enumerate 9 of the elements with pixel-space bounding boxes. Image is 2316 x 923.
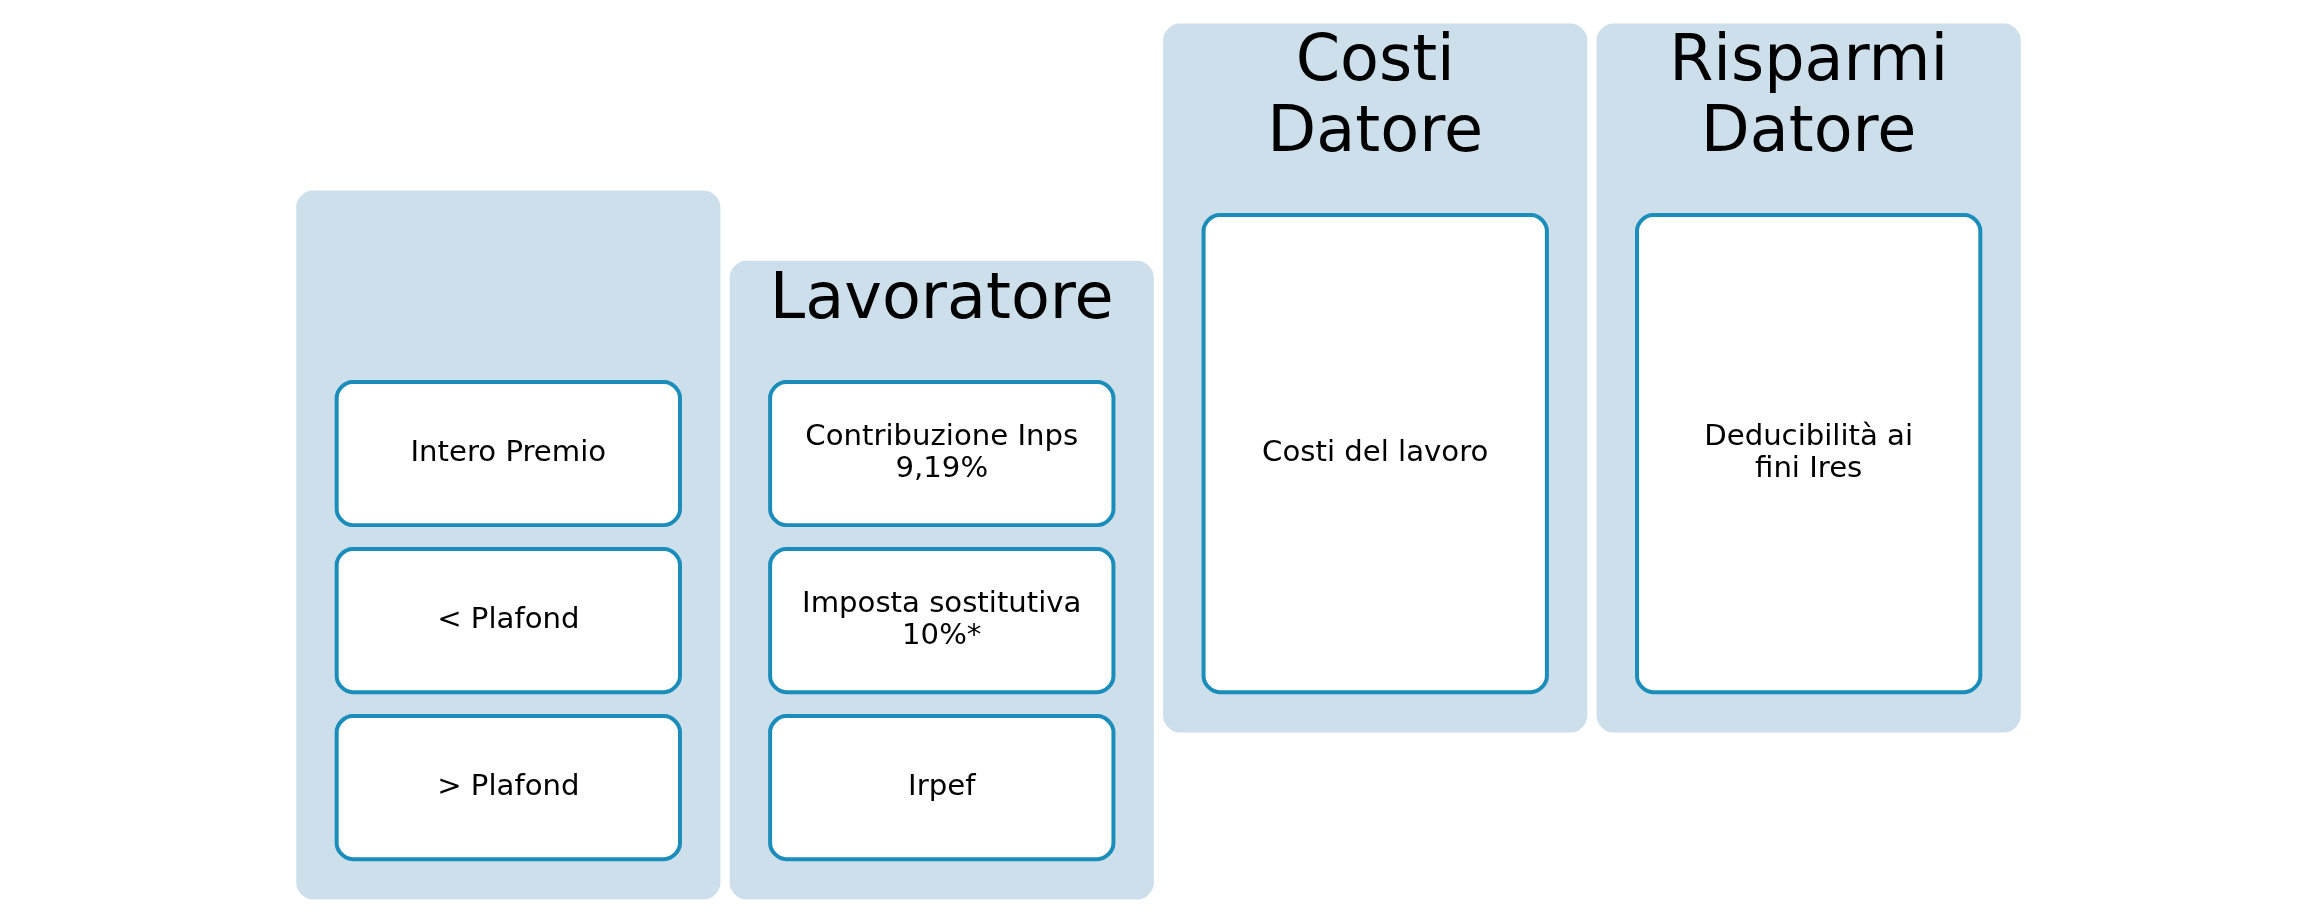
node-box: Costi del lavoro [1201, 212, 1549, 695]
node-box: Deducibilità ai fini Ires [1634, 212, 1982, 695]
node-box: > Plafond [334, 714, 682, 862]
node-box: < Plafond [334, 547, 682, 695]
node-box: Imposta sostitutiva 10%* [767, 547, 1115, 695]
node-box: Intero Premio [334, 380, 682, 528]
cluster [295, 190, 720, 900]
node-box: Contribuzione Inps 9,19% [767, 380, 1115, 528]
node-box: Irpef [767, 714, 1115, 862]
